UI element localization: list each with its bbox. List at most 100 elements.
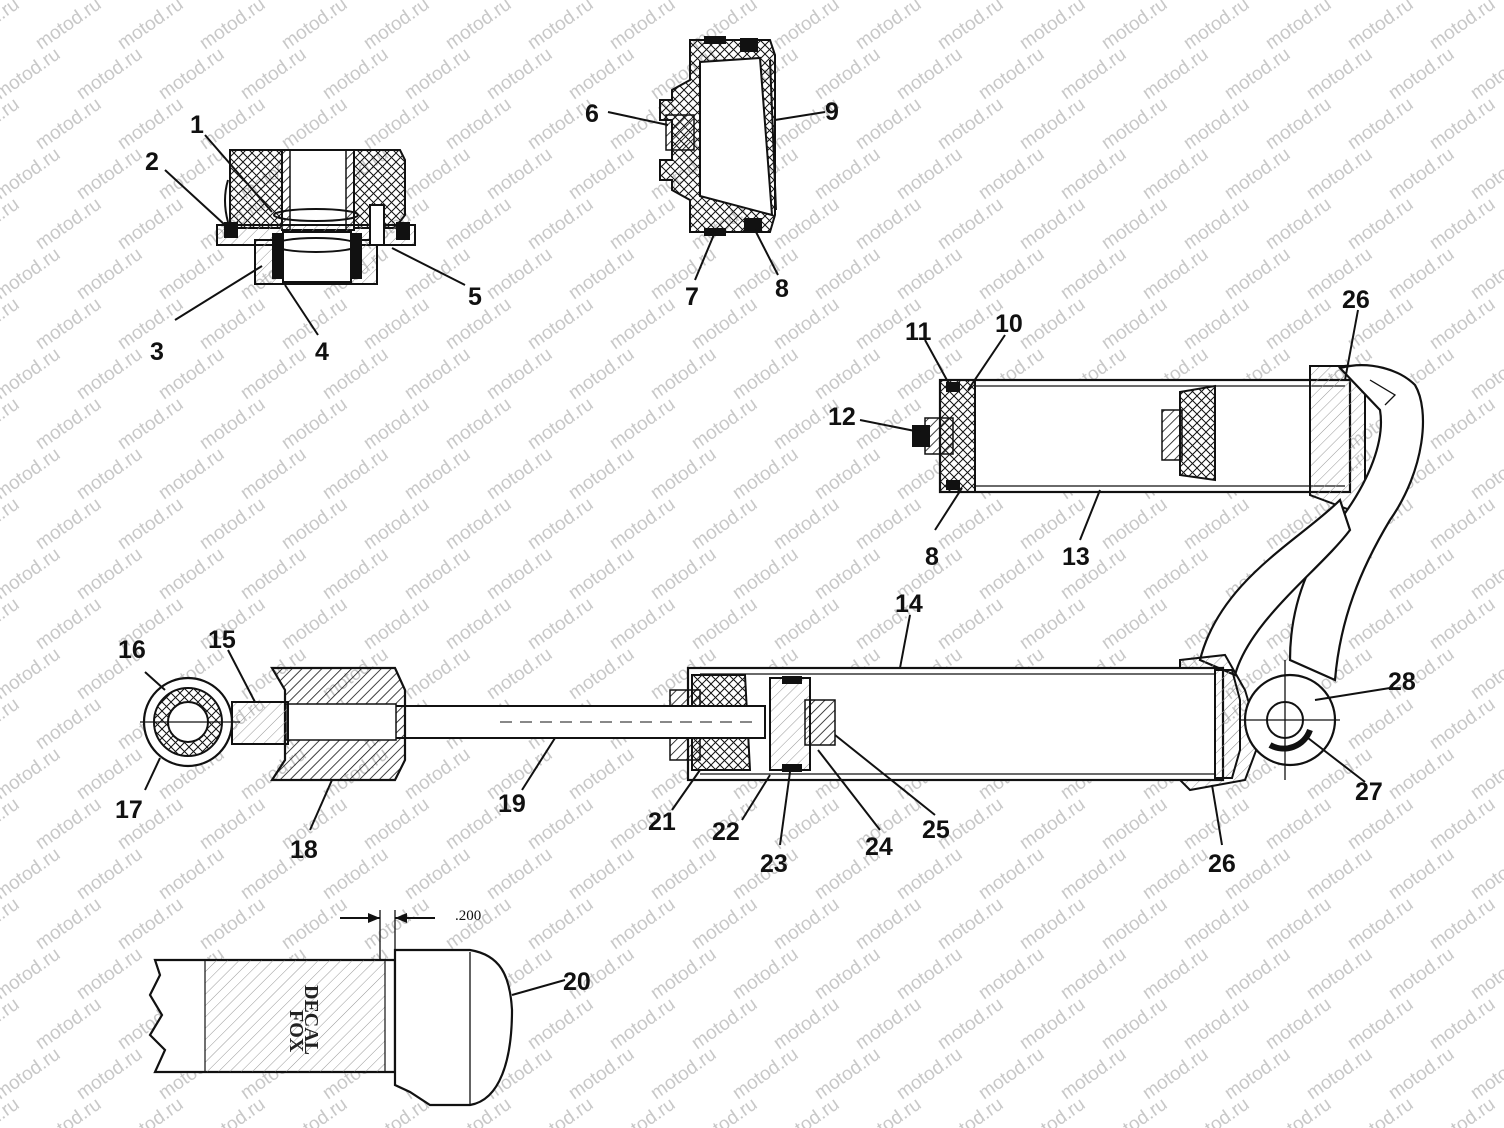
watermark-text: motod.ru — [1262, 894, 1335, 954]
watermark-text: motod.ru — [1426, 794, 1499, 854]
watermark-text: motod.ru — [1262, 1094, 1335, 1128]
watermark-text: motod.ru — [401, 744, 474, 804]
watermark-text: motod.ru — [1344, 1094, 1417, 1128]
watermark-text: motod.ru — [1426, 94, 1499, 154]
watermark-text: motod.ru — [811, 244, 884, 304]
watermark-text: motod.ru — [360, 794, 433, 854]
watermark-text: motod.ru — [1057, 944, 1130, 1004]
watermark-text: motod.ru — [0, 94, 23, 154]
watermark-text: motod.ru — [852, 994, 925, 1054]
watermark-text: motod.ru — [1139, 844, 1212, 904]
watermark-text: motod.ru — [0, 794, 23, 854]
watermark-text: motod.ru — [73, 944, 146, 1004]
watermark-text: motod.ru — [1016, 594, 1089, 654]
watermark-text: motod.ru — [1344, 94, 1417, 154]
watermark-text: motod.ru — [934, 94, 1007, 154]
watermark-text: motod.ru — [73, 544, 146, 604]
watermark-text: motod.ru — [1180, 194, 1253, 254]
watermark-text: motod.ru — [1098, 994, 1171, 1054]
shaft-assembly — [140, 666, 766, 782]
part-label-9: 9 — [825, 98, 839, 126]
watermark-text: motod.ru — [852, 1094, 925, 1128]
watermark-text: motod.ru — [1180, 494, 1253, 554]
watermark-text: motod.ru — [811, 1044, 884, 1104]
watermark-text: motod.ru — [729, 244, 802, 304]
part-label-15: 15 — [208, 626, 236, 654]
watermark-text: motod.ru — [278, 94, 351, 154]
watermark-text: motod.ru — [0, 194, 23, 254]
watermark-text: motod.ru — [1262, 994, 1335, 1054]
watermark-text: motod.ru — [32, 794, 105, 854]
watermark-text: motod.ru — [1385, 844, 1458, 904]
watermark-text: motod.ru — [1344, 194, 1417, 254]
watermark-text: motod.ru — [1344, 994, 1417, 1054]
watermark-text: motod.ru — [606, 994, 679, 1054]
watermark-text: motod.ru — [1426, 1094, 1499, 1128]
watermark-text: motod.ru — [319, 544, 392, 604]
watermark-text: motod.ru — [606, 294, 679, 354]
watermark-text: motod.ru — [1180, 0, 1253, 54]
watermark-text: motod.ru — [114, 0, 187, 54]
watermark-text: motod.ru — [934, 194, 1007, 254]
watermark-text: motod.ru — [360, 94, 433, 154]
watermark-text: motod.ru — [0, 994, 23, 1054]
watermark-text: motod.ru — [770, 194, 843, 254]
watermark-text: motod.ru — [1262, 94, 1335, 154]
watermark-text: motod.ru — [1016, 994, 1089, 1054]
watermark-text: motod.ru — [1385, 944, 1458, 1004]
watermark-text: motod.ru — [1180, 1094, 1253, 1128]
part-label-2: 2 — [145, 148, 159, 176]
part-label-28: 28 — [1388, 668, 1416, 696]
watermark-text: motod.ru — [319, 444, 392, 504]
watermark-text: motod.ru — [401, 444, 474, 504]
part-label-17: 17 — [115, 796, 143, 824]
watermark-text: motod.ru — [196, 1094, 269, 1128]
watermark-text: motod.ru — [565, 444, 638, 504]
watermark-text: motod.ru — [483, 844, 556, 904]
watermark-text: motod.ru — [401, 644, 474, 704]
watermark-text: motod.ru — [1057, 44, 1130, 104]
watermark-text: motod.ru — [729, 1044, 802, 1104]
watermark-text: motod.ru — [770, 894, 843, 954]
watermark-text: motod.ru — [155, 44, 228, 104]
decal-text-decal: DECAL — [300, 985, 322, 1055]
part-label-23: 23 — [760, 850, 788, 878]
watermark-text: motod.ru — [0, 0, 23, 54]
watermark-text: motod.ru — [1221, 944, 1294, 1004]
watermark-text: motod.ru — [360, 0, 433, 54]
part-label-8: 8 — [775, 275, 789, 303]
watermark-text: motod.ru — [565, 644, 638, 704]
watermark-text: motod.ru — [1221, 44, 1294, 104]
watermark-text: motod.ru — [1057, 244, 1130, 304]
watermark-text: motod.ru — [1344, 594, 1417, 654]
watermark-text: motod.ru — [524, 394, 597, 454]
watermark-text: motod.ru — [1385, 744, 1458, 804]
part-label-20: 20 — [563, 968, 591, 996]
watermark-text: motod.ru — [360, 294, 433, 354]
watermark-text: motod.ru — [32, 94, 105, 154]
watermark-text: motod.ru — [401, 144, 474, 204]
watermark-text: motod.ru — [442, 594, 515, 654]
watermark-text: motod.ru — [1385, 44, 1458, 104]
watermark-text: motod.ru — [1098, 494, 1171, 554]
watermark-text: motod.ru — [647, 944, 720, 1004]
watermark-text: motod.ru — [155, 244, 228, 304]
part-label-27: 27 — [1355, 778, 1383, 806]
watermark-text: motod.ru — [811, 944, 884, 1004]
watermark-text: motod.ru — [606, 194, 679, 254]
watermark-text: motod.ru — [237, 44, 310, 104]
watermark-text: motod.ru — [32, 494, 105, 554]
watermark-text: motod.ru — [442, 394, 515, 454]
part-label-18: 18 — [290, 836, 318, 864]
part-label-21: 21 — [648, 808, 676, 836]
watermark-text: motod.ru — [1139, 144, 1212, 204]
watermark-text: motod.ru — [114, 894, 187, 954]
watermark-text: motod.ru — [975, 44, 1048, 104]
watermark-text: motod.ru — [278, 0, 351, 54]
watermark-text: motod.ru — [401, 244, 474, 304]
watermark-text: motod.ru — [565, 1044, 638, 1104]
watermark-text: motod.ru — [360, 494, 433, 554]
part-label-14: 14 — [895, 590, 923, 618]
watermark-text: motod.ru — [1180, 794, 1253, 854]
